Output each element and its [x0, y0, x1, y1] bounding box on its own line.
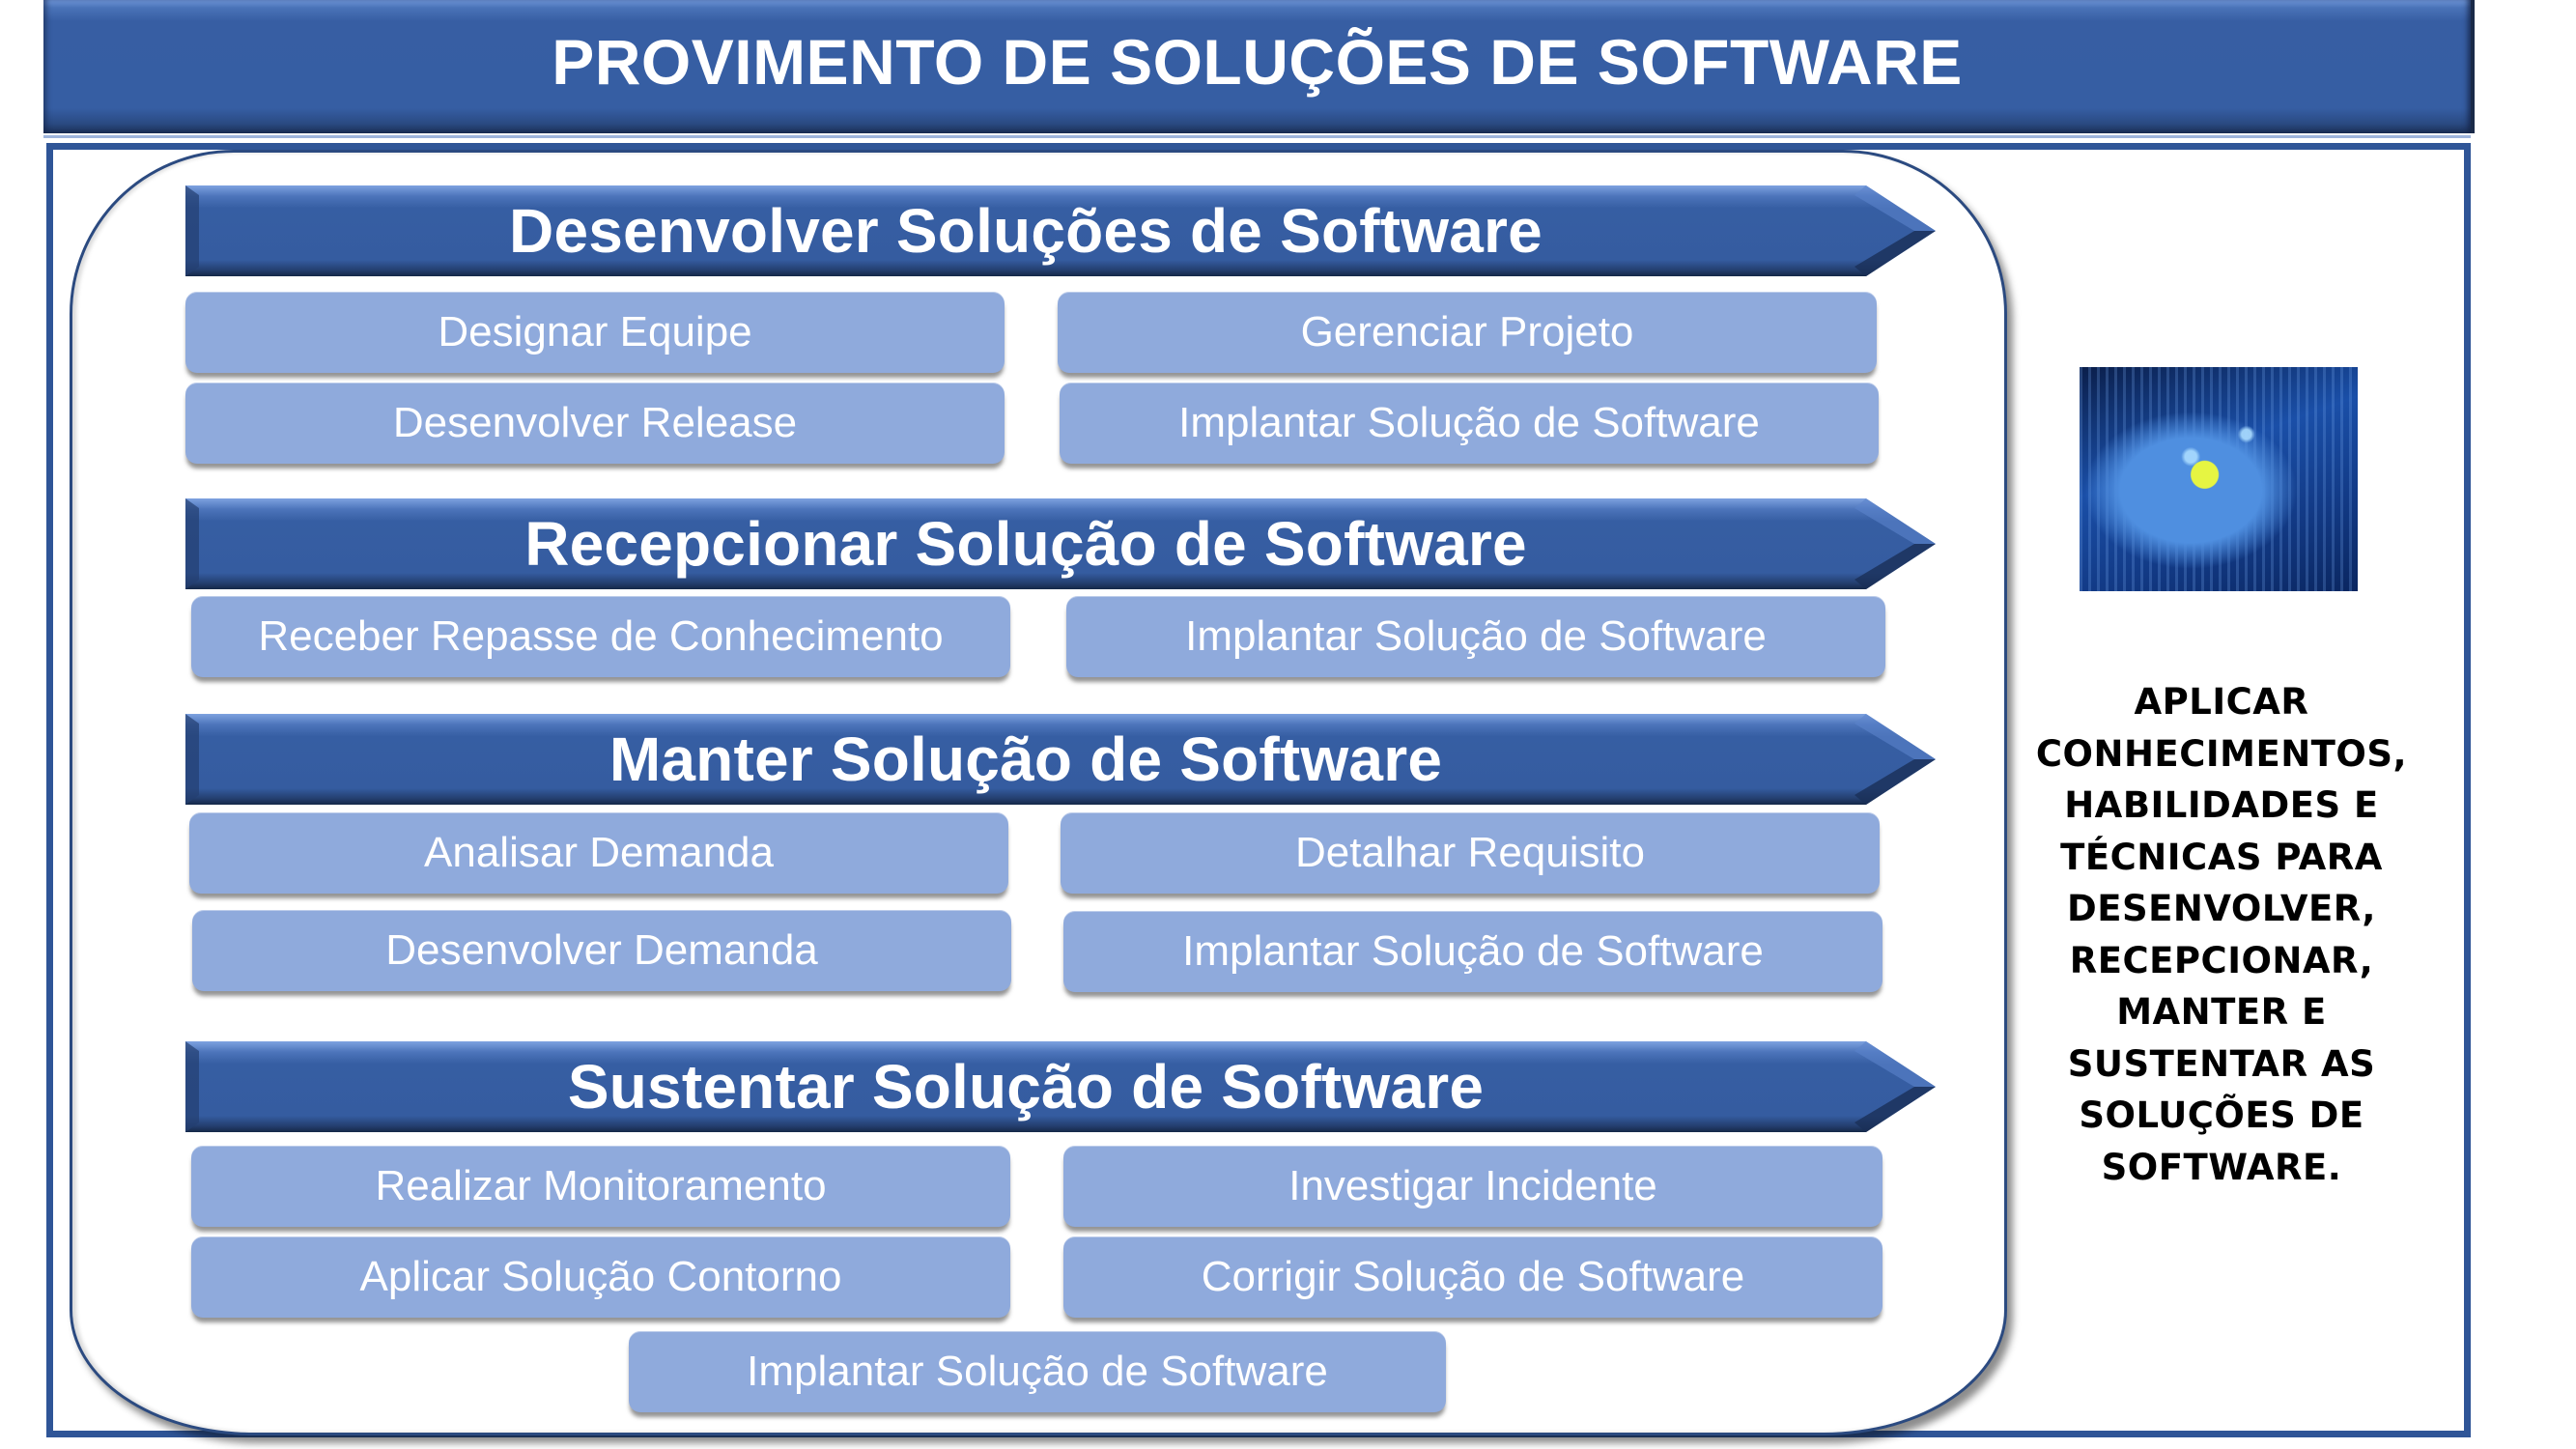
process-arrow-desenvolver: Desenvolver Soluções de Software — [185, 185, 1936, 276]
description-line: HABILIDADES E — [2064, 784, 2379, 826]
activity-box[interactable]: Implantar Solução de Software — [1066, 596, 1885, 677]
description-line: CONHECIMENTOS, — [2035, 732, 2408, 775]
arrow-shape-icon — [185, 1041, 1936, 1132]
process-title: Desenvolver Soluções de Software — [509, 196, 1543, 266]
process-title: Recepcionar Solução de Software — [524, 509, 1527, 579]
activity-box[interactable]: Aplicar Solução Contorno — [191, 1236, 1010, 1318]
activity-box[interactable]: Gerenciar Projeto — [1058, 292, 1877, 373]
description-line: MANTER E — [2116, 991, 2327, 1033]
process-arrow-recepcionar: Recepcionar Solução de Software — [185, 498, 1936, 589]
arrow-shape-icon — [185, 498, 1936, 589]
page-title: PROVIMENTO DE SOLUÇÕES DE SOFTWARE — [552, 26, 1963, 98]
activity-box[interactable]: Implantar Solução de Software — [1060, 383, 1879, 464]
description-line: DESENVOLVER, — [2067, 888, 2376, 929]
south-america-network-map-image — [2080, 367, 2358, 591]
activity-box[interactable]: Realizar Monitoramento — [191, 1146, 1010, 1227]
description-line: TÉCNICAS PARA — [2060, 836, 2383, 878]
activity-box[interactable]: Investigar Incidente — [1063, 1146, 1882, 1227]
description-line: APLICAR — [2134, 681, 2309, 723]
header-divider — [43, 135, 2471, 138]
activity-box[interactable]: Receber Repasse de Conhecimento — [191, 596, 1010, 677]
activity-box[interactable]: Detalhar Requisito — [1061, 812, 1880, 894]
side-description: APLICAR CONHECIMENTOS, HABILIDADES E TÉC… — [2019, 676, 2424, 1193]
activity-box[interactable]: Implantar Solução de Software — [1063, 911, 1882, 992]
description-line: SOLUÇÕES DE — [2079, 1094, 2364, 1136]
arrow-shape-icon — [185, 714, 1936, 805]
description-line: SOFTWARE. — [2101, 1146, 2342, 1188]
page-header: PROVIMENTO DE SOLUÇÕES DE SOFTWARE — [43, 0, 2475, 133]
activity-box[interactable]: Implantar Solução de Software — [629, 1331, 1446, 1412]
process-title: Manter Solução de Software — [609, 724, 1443, 794]
activity-box[interactable]: Desenvolver Demanda — [192, 910, 1011, 991]
activity-box[interactable]: Desenvolver Release — [185, 383, 1005, 464]
process-arrow-manter: Manter Solução de Software — [185, 714, 1936, 805]
activity-box[interactable]: Analisar Demanda — [189, 812, 1008, 894]
description-line: RECEPCIONAR, — [2069, 939, 2374, 981]
description-line: SUSTENTAR AS — [2067, 1042, 2376, 1085]
arrow-shape-icon — [185, 185, 1936, 276]
process-arrow-sustentar: Sustentar Solução de Software — [185, 1041, 1936, 1132]
activity-box[interactable]: Designar Equipe — [185, 292, 1005, 373]
activity-box[interactable]: Corrigir Solução de Software — [1063, 1236, 1882, 1318]
process-title: Sustentar Solução de Software — [567, 1052, 1485, 1122]
